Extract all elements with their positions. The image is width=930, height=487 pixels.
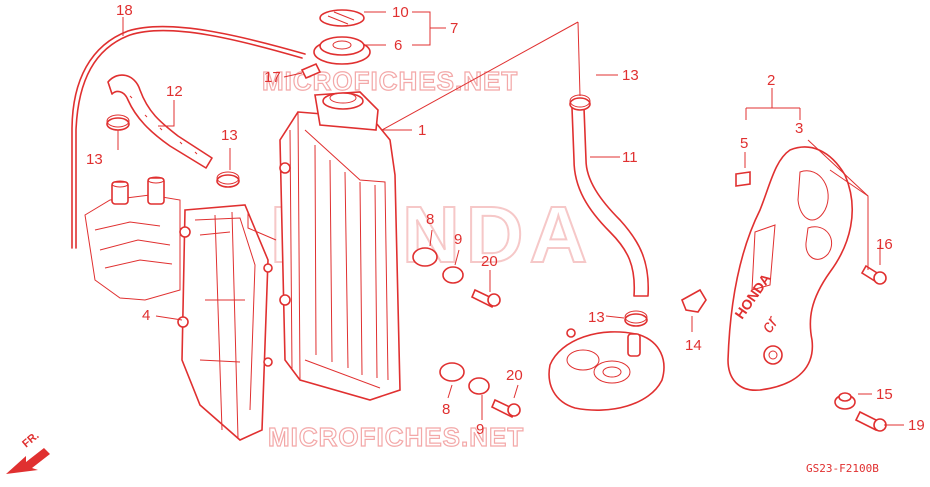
callout-19: 19: [908, 417, 925, 434]
callout-2: 2: [767, 72, 775, 89]
cylinder-head: [548, 328, 665, 411]
radiator-cap: [313, 9, 371, 65]
callout-8-a: 8: [426, 211, 434, 228]
leader-lines: [117, 11, 904, 426]
bolt-16: [860, 264, 887, 285]
mount-hardware-lower: [439, 362, 521, 419]
callout-10: 10: [392, 4, 409, 21]
callout-11: 11: [622, 149, 638, 166]
callout-9-b: 9: [476, 421, 484, 438]
diagram-code: GS23-F2100B: [806, 462, 879, 475]
hose-clamp-left: [106, 117, 130, 131]
radiator-guard-bracket: [177, 204, 273, 441]
callout-15: 15: [876, 386, 893, 403]
part-5-pad: [735, 171, 751, 187]
callout-17: 17: [264, 69, 281, 86]
callout-labels: 18 10 7 6 17 13 12 13 13 1 11 2 5 3 8 9 …: [86, 2, 925, 438]
callout-4: 4: [142, 307, 150, 324]
callout-7: 7: [450, 20, 458, 37]
hose-clamp-lower-right: [624, 313, 648, 327]
callout-16: 16: [876, 236, 893, 253]
hose-clamp-mid: [216, 174, 240, 188]
callout-20-a: 20: [481, 253, 498, 270]
hose-clamp-upper-right: [569, 97, 591, 111]
callout-6: 6: [394, 37, 402, 54]
callout-9-a: 9: [454, 231, 462, 248]
callout-13-c: 13: [221, 127, 238, 144]
radiator: [279, 91, 401, 401]
overflow-tube: [75, 29, 303, 249]
callout-3: 3: [795, 120, 803, 137]
arrow-icon: [6, 448, 50, 474]
part-14-clamp: [680, 288, 707, 313]
cylinder-outline: [84, 176, 181, 301]
cylinder-outlet-pipe: [147, 177, 165, 205]
bolt-19: [854, 410, 887, 432]
callout-12: 12: [166, 83, 183, 100]
cylinder-inlet-pipe: [111, 181, 129, 205]
direction-label: FR.: [20, 430, 41, 451]
watermark-bottom: MICROFICHES.NET: [268, 422, 524, 452]
radiator-shroud: HONDA cr: [727, 146, 853, 391]
lower-hose: [571, 107, 650, 297]
callout-1: 1: [418, 122, 426, 139]
callout-8-b: 8: [442, 401, 450, 418]
part-17-clip: [300, 62, 322, 80]
radiator-filler-neck: [322, 92, 364, 110]
callout-18: 18: [116, 2, 133, 19]
callout-5: 5: [740, 135, 748, 152]
cap-top-cover: [319, 9, 365, 27]
watermark-top: MICROFICHES.NET: [262, 66, 518, 96]
callout-13-a: 13: [622, 67, 639, 84]
mount-hardware-upper: [412, 247, 501, 309]
callout-13-b: 13: [86, 151, 103, 168]
callout-14: 14: [685, 337, 702, 354]
callout-20-b: 20: [506, 367, 523, 384]
upper-hose: [107, 74, 213, 169]
collar-15: [834, 392, 856, 410]
front-direction-arrow: FR.: [6, 430, 50, 474]
callout-13-d: 13: [588, 309, 605, 326]
